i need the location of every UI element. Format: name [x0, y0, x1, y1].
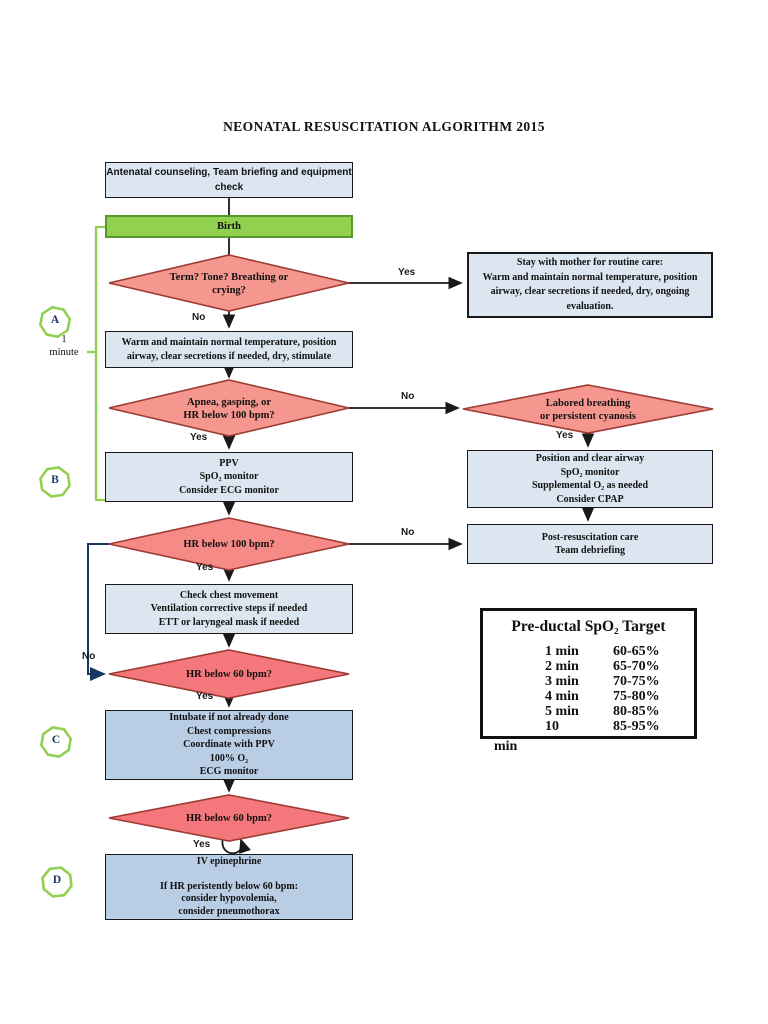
spo2-time: 1 min: [545, 644, 579, 659]
spo2-time: 3 min: [545, 674, 579, 689]
labored-diamond-shape: [462, 384, 714, 434]
spo2-target: 80-85%: [613, 704, 660, 719]
hr60-yes-label: Yes: [196, 691, 214, 702]
term-no-label: No: [192, 312, 206, 323]
apnea-diamond-shape: [108, 379, 350, 437]
marker-b-label: B: [51, 474, 59, 486]
spo2-time: 10: [545, 719, 559, 734]
spo2-target: 85-95%: [613, 719, 660, 734]
hr60b-yes-label: Yes: [193, 839, 211, 850]
spo2-target: 70-75%: [613, 674, 660, 689]
stay-mother-box: Stay with mother for routine care:Warm a…: [467, 252, 713, 318]
one-minute-bracket: [87, 225, 105, 502]
table-row: 1 min 60-65%: [545, 644, 694, 659]
spo2-target: 75-80%: [613, 689, 660, 704]
hr60-diamond-1-label: HR below 60 bpm?: [185, 669, 273, 680]
connector-no-loop: [87, 543, 109, 681]
labored-yes-label: Yes: [556, 430, 574, 441]
term-diamond-shape: [108, 254, 350, 312]
hr100-diamond-label: HR below 100 bpm?: [183, 539, 275, 550]
marker-b-octagon: [39, 466, 71, 498]
marker-a-label: A: [50, 314, 60, 326]
spo2-time: 2 min: [545, 659, 579, 674]
hr60-diamond-2-label: HR below 60 bpm?: [185, 813, 273, 824]
marker-c-label: C: [51, 734, 61, 746]
table-row: 2 min 65-70%: [545, 659, 694, 674]
spo2-target: 65-70%: [613, 659, 660, 674]
marker-c-octagon: [39, 725, 73, 759]
table-row: 4 min 75-80%: [545, 689, 694, 704]
hr100-yes-label: Yes: [196, 562, 214, 573]
marker-d-octagon: [41, 866, 73, 898]
table-row: 3 min 70-75%: [545, 674, 694, 689]
term-yes-label: Yes: [398, 267, 416, 278]
hr100-diamond-shape: [108, 517, 350, 571]
spo2-table-rows: 1 min 60-65% 2 min 65-70% 3 min 70-75% 4…: [545, 644, 694, 734]
epinephrine-box: IV epinephrine If HR peristently below 6…: [105, 854, 353, 920]
antenatal-box: Antenatal counseling, Team briefing and …: [105, 162, 353, 198]
spo2-target: 60-65%: [613, 644, 660, 659]
marker-a-octagon: [38, 305, 72, 339]
apnea-no-label: No: [401, 391, 415, 402]
birth-box: Birth: [105, 215, 353, 238]
hr60-diamond-1-shape: [108, 649, 350, 699]
page-title: NEONATAL RESUSCITATION ALGORITHM 2015: [223, 119, 545, 134]
loop-no-label: No: [82, 651, 96, 662]
spo2-time: 5 min: [545, 704, 579, 719]
hr100-no-label: No: [401, 527, 415, 538]
hr60-diamond-2-shape: [108, 794, 350, 842]
marker-d-label: D: [52, 874, 62, 886]
warm-box: Warm and maintain normal temperature, po…: [105, 331, 353, 368]
table-row: 10 85-95%: [545, 719, 694, 734]
spo2-time: 4 min: [545, 689, 579, 704]
repeat-loop-icon: [221, 837, 251, 855]
apnea-yes-label: Yes: [190, 432, 208, 443]
table-row: 5 min 80-85%: [545, 704, 694, 719]
spo2-table-title: Pre-ductal SpO₂ Target: [511, 618, 666, 635]
spo2-target-table: Pre-ductal SpO₂ Target 1 min 60-65% 2 mi…: [480, 608, 697, 739]
spo2-min-overflow-label: min: [494, 739, 518, 754]
